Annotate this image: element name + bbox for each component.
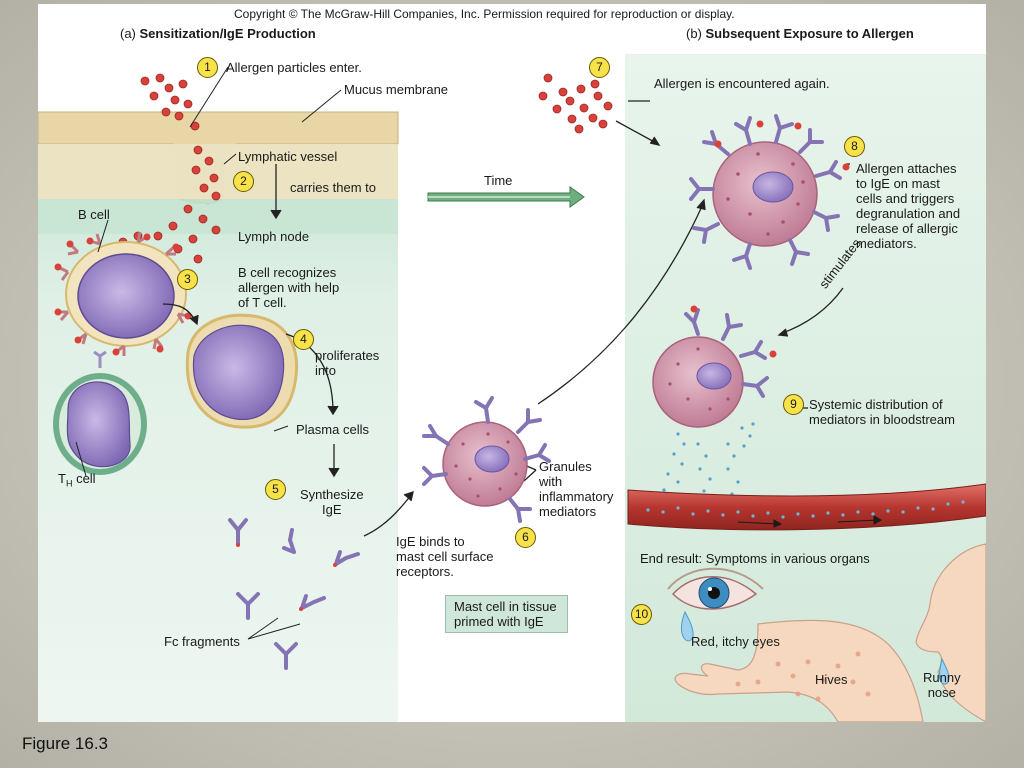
step-7-badge: 7: [589, 57, 610, 78]
face-illustration: [915, 543, 986, 722]
th-cell-label-sub: H: [65, 478, 73, 489]
ige-fc-marks: [236, 543, 337, 611]
panel-b-title: Subsequent Exposure to Allergen: [705, 26, 914, 41]
figure-caption: Figure 16.3: [22, 734, 108, 753]
step-8-badge: 8: [844, 136, 865, 157]
mast-cell-degranulating: [652, 305, 777, 428]
th-cell-label: TH cell: [58, 471, 96, 492]
step-2-badge: 2: [233, 171, 254, 192]
step-4-badge: 4: [293, 329, 314, 350]
step-9-text: Systemic distribution of mediators in bl…: [809, 397, 955, 427]
step-9-badge: 9: [783, 394, 804, 415]
step-1-badge: 1: [197, 57, 218, 78]
panel-a-heading: (a) Sensitization/IgE Production: [120, 26, 316, 41]
step-10-badge: 10: [631, 604, 652, 625]
blood-vessel: [627, 483, 986, 531]
allergen-particles-right: [538, 73, 613, 134]
lymph-node-label: Lymph node: [238, 229, 310, 244]
mast-cell-primed: [422, 396, 551, 523]
free-ige-antibodies: [228, 518, 360, 670]
step-7-text: Allergen is encountered again.: [654, 76, 830, 91]
mast-cell-activated: [689, 114, 850, 270]
step-5-text: Synthesize IgE: [300, 487, 364, 517]
mast-cell-primed-box: Mast cell in tissue primed with IgE: [445, 595, 568, 633]
red-itchy-eyes-label: Red, itchy eyes: [691, 634, 780, 649]
step-8-text: Allergen attaches to IgE on mast cells a…: [856, 161, 961, 251]
fc-fragments-label: Fc fragments: [164, 634, 240, 649]
th-cell-label-main: T: [58, 471, 66, 486]
th-cell: [53, 350, 147, 475]
granules-label: Granules with inflammatory mediators: [539, 459, 614, 519]
figure-panel: Copyright © The McGraw-Hill Companies, I…: [38, 4, 986, 722]
panel-a-title: Sensitization/IgE Production: [139, 26, 316, 41]
step-3-badge: 3: [177, 269, 198, 290]
plasma-cells-label: Plasma cells: [296, 422, 369, 437]
time-label: Time: [484, 173, 513, 188]
end-result-label: End result: Symptoms in various organs: [640, 551, 870, 566]
step-2-text: carries them to: [290, 180, 376, 195]
panel-a-letter: (a): [120, 26, 136, 41]
allergen-particles-left: [118, 73, 221, 271]
mucus-membrane-label: Mucus membrane: [344, 82, 449, 97]
hives-label: Hives: [815, 672, 848, 687]
eye-illustration: [667, 567, 764, 642]
step-1-text: Allergen particles enter.: [226, 60, 362, 75]
panel-b-heading: (b) Subsequent Exposure to Allergen: [686, 26, 914, 41]
runny-nose-label: Runny nose: [923, 670, 961, 700]
step-5-badge: 5: [265, 479, 286, 500]
lymphatic-vessel-label: Lymphatic vessel: [238, 149, 338, 164]
th-cell-label-tail: cell: [72, 471, 96, 486]
diagram-artwork: [38, 54, 986, 722]
arm-illustration: [674, 619, 924, 722]
step-4-text: proliferates into: [315, 348, 380, 378]
b-cell: [54, 231, 195, 356]
step-3-text: B cell recognizes allergen with help of …: [238, 265, 340, 310]
panel-b-letter: (b): [686, 26, 702, 41]
plasma-cell: [185, 313, 299, 429]
step-6-text: IgE binds to mast cell surface receptors…: [396, 534, 494, 579]
step-6-badge: 6: [515, 527, 536, 548]
copyright-notice: Copyright © The McGraw-Hill Companies, I…: [234, 7, 735, 21]
b-cell-label: B cell: [78, 207, 110, 222]
time-arrow: [427, 186, 585, 208]
